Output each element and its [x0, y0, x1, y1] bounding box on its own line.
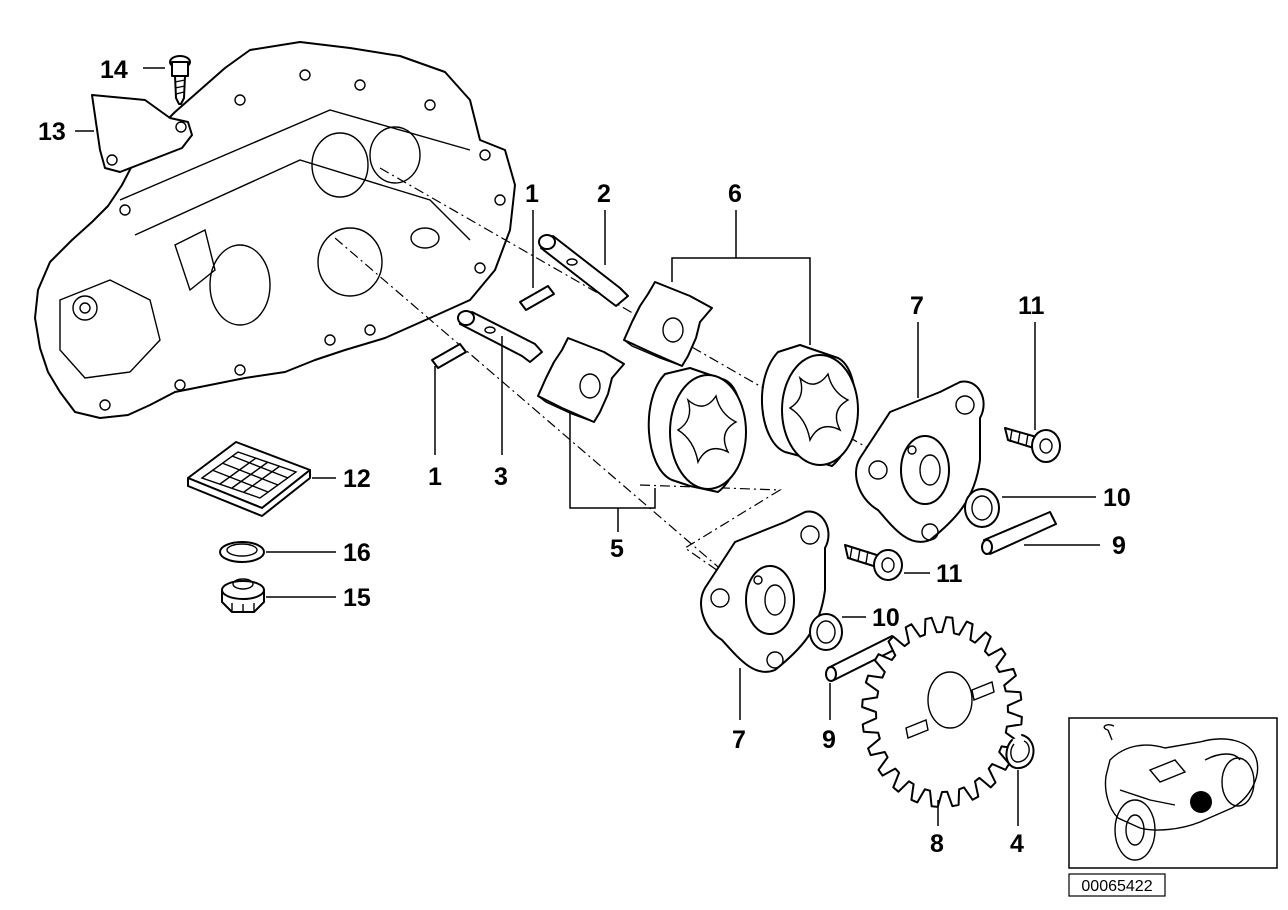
callout-11-lower: 11: [936, 560, 963, 588]
ring-part-10-lower: [809, 613, 843, 651]
shaft-part-2: [538, 234, 629, 307]
sealing-ring-part-16: [219, 541, 265, 563]
callout-1-lower: 1: [428, 463, 442, 491]
location-marker: [1190, 791, 1212, 813]
screw-part-14: [169, 55, 191, 105]
callout-5: 5: [610, 535, 624, 563]
screw-part-11-lower: [844, 544, 903, 581]
pump-cover-part-7-lower: [700, 510, 830, 673]
inner-rotor-part-5: [537, 337, 625, 423]
callout-14: 14: [100, 56, 128, 84]
screw-plug-part-15: [221, 578, 265, 613]
outer-rotor-part-5: [647, 367, 747, 493]
pump-cover-part-7-upper: [855, 380, 985, 543]
shaft-part-3: [457, 310, 543, 363]
callout-8: 8: [930, 830, 944, 858]
callout-numbers: 14 13 1 2 6 7 11 1 3 12 5 16 15 10 9 11 …: [38, 56, 1131, 858]
callout-11-upper: 11: [1018, 292, 1045, 320]
callout-4: 4: [1010, 830, 1024, 858]
callout-9-upper: 9: [1112, 532, 1126, 560]
strainer-filter-part-12: [187, 441, 311, 517]
callout-10-lower: 10: [872, 604, 900, 632]
motorcycle-locator-thumbnail: [1068, 717, 1278, 869]
callout-16: 16: [343, 539, 371, 567]
callout-12: 12: [343, 465, 371, 493]
callout-15: 15: [343, 584, 371, 612]
screw-part-11-upper: [1004, 427, 1061, 463]
callout-9-lower: 9: [822, 726, 836, 754]
leader-lines: [75, 67, 1100, 826]
callout-2: 2: [597, 180, 611, 208]
outer-rotor-part-6: [760, 344, 859, 467]
callout-7-lower: 7: [732, 726, 746, 754]
pin-part-1-upper: [519, 285, 555, 311]
ring-part-10-upper: [964, 488, 1000, 528]
callout-1-upper: 1: [525, 180, 539, 208]
pin-part-1-lower: [431, 343, 467, 369]
callout-6: 6: [728, 180, 742, 208]
reference-number-box: 00065422: [1068, 873, 1166, 897]
callout-3: 3: [494, 463, 508, 491]
sprocket-gear-part-8: [861, 616, 1023, 808]
circlip-part-4: [1005, 734, 1035, 770]
cover-plate-part-13: [91, 94, 193, 173]
inner-rotor-part-6: [623, 281, 713, 367]
callout-13: 13: [38, 118, 66, 146]
dowel-pin-part-9-upper: [981, 511, 1057, 555]
callout-7-upper: 7: [910, 292, 924, 320]
callout-10-upper: 10: [1103, 484, 1131, 512]
reference-number: 00065422: [1081, 878, 1152, 895]
